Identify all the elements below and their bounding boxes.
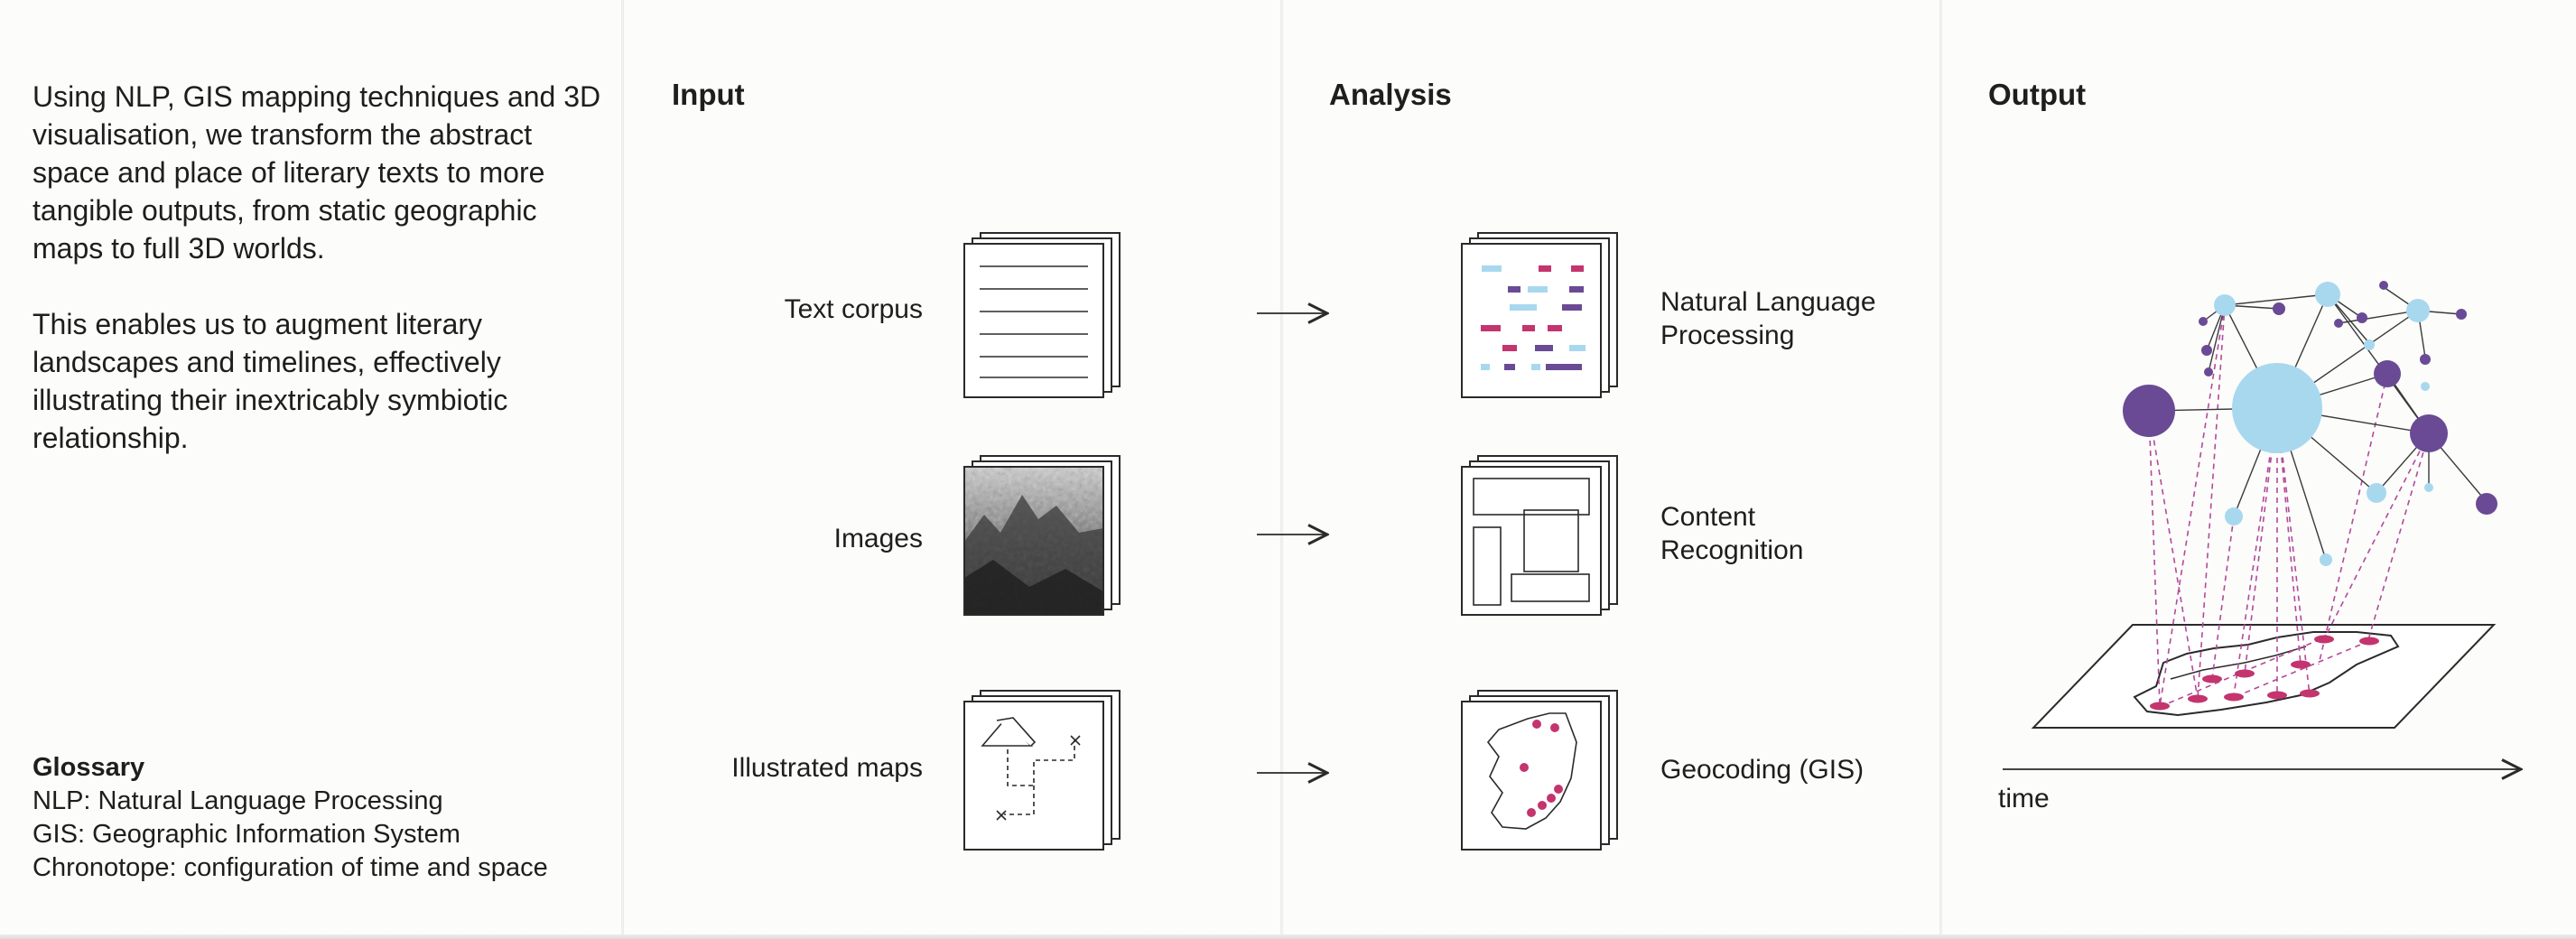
map-plane-icon xyxy=(2031,624,2497,729)
nlp-stack-icon xyxy=(1461,232,1618,398)
input-label-illustrated-maps: Illustrated maps xyxy=(731,753,923,783)
document-stack-icon xyxy=(963,232,1121,398)
input-label-images: Images xyxy=(833,524,923,553)
geocoding-stack-icon xyxy=(1461,690,1618,851)
analysis-label-content-recognition: Content Recognition xyxy=(1660,502,1804,565)
analysis-label-geocoding: Geocoding (GIS) xyxy=(1660,755,1865,785)
glossary: Glossary NLP: Natural Language Processin… xyxy=(33,751,548,885)
image-stack-icon xyxy=(963,455,1121,616)
output-panel xyxy=(1942,0,2576,939)
glossary-entry-chronotope: Chronotope: configuration of time and sp… xyxy=(33,853,548,882)
analysis-heading: Analysis xyxy=(1329,78,1452,111)
fold-line xyxy=(621,0,624,939)
intro-paragraph-1: Using NLP, GIS mapping techniques and 3D… xyxy=(33,80,601,265)
output-heading: Output xyxy=(1988,78,2087,111)
intro-paragraph-2: This enables us to augment literary land… xyxy=(33,308,508,454)
content-recognition-stack-icon xyxy=(1461,455,1618,616)
time-axis-label: time xyxy=(1998,784,2050,813)
fold-line xyxy=(1939,0,1942,939)
input-heading: Input xyxy=(672,78,745,111)
input-panel xyxy=(624,0,1280,939)
glossary-title: Glossary xyxy=(33,753,145,782)
page-edge xyxy=(0,934,2576,939)
input-label-text-corpus: Text corpus xyxy=(784,294,923,324)
map-stack-icon xyxy=(963,690,1121,851)
glossary-entry-gis: GIS: Geographic Information System xyxy=(33,820,460,849)
fold-line xyxy=(1280,0,1283,939)
intro-panel xyxy=(0,0,621,939)
map-plane-points xyxy=(2150,635,2379,711)
analysis-label-nlp: Natural Language Processing xyxy=(1660,287,1876,350)
glossary-entry-nlp: NLP: Natural Language Processing xyxy=(33,786,443,815)
network-graph-icon xyxy=(2123,281,2497,707)
